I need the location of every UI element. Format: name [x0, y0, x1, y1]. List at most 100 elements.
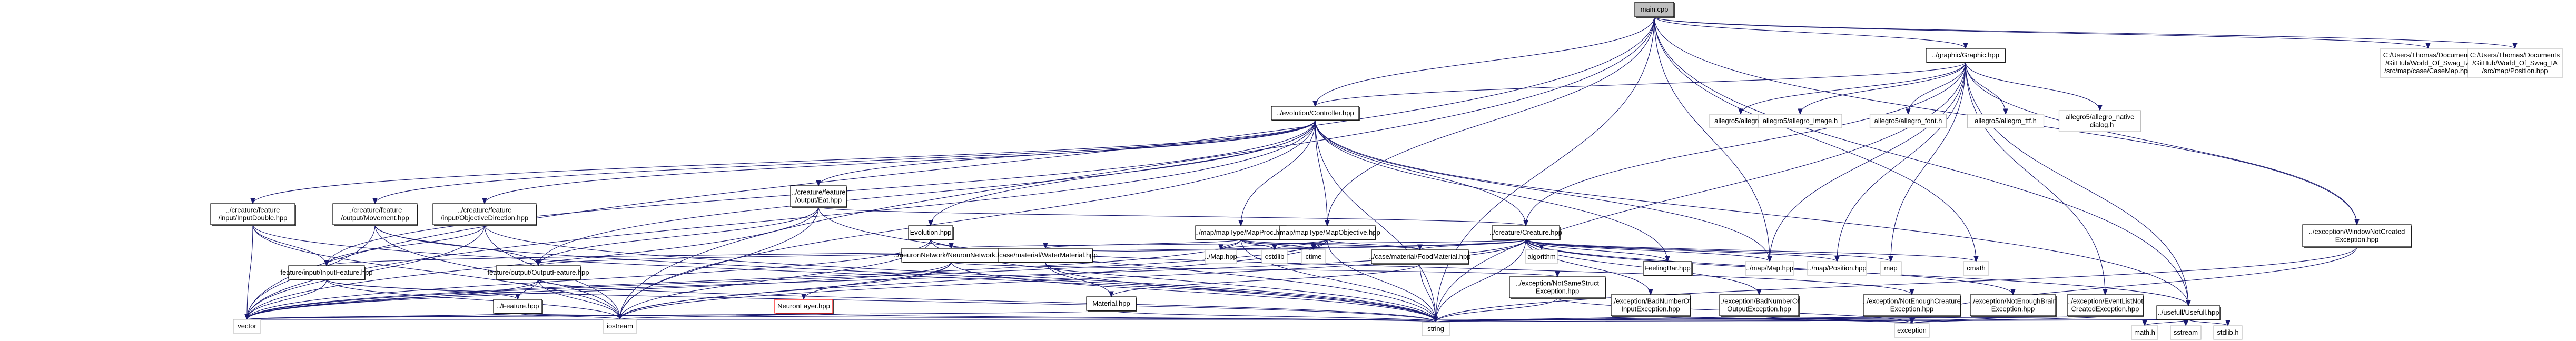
node-windownotcreated[interactable]: ../exception/WindowNotCreatedException.h…	[2302, 224, 2412, 248]
node-position_abs[interactable]: C:/Users/Thomas/Documents/GitHub/World_O…	[2467, 48, 2563, 78]
node-material[interactable]: Material.hpp	[1086, 296, 1137, 312]
edge-line	[246, 224, 485, 320]
edge-line	[1315, 119, 1526, 226]
node-badoutput[interactable]: ../exception/BadNumberOfOutputException.…	[1719, 294, 1800, 317]
edge-graphic-to-controller	[1312, 62, 1966, 107]
node-usefull[interactable]: ../usefull/Usefull.hpp	[2156, 305, 2221, 320]
node-map_rel[interactable]: ../Map.hpp	[1205, 249, 1237, 264]
edge-line	[1890, 62, 1966, 262]
node-map[interactable]: map	[1880, 261, 1902, 276]
node-creature[interactable]: ../creature/Creature.hpp	[1489, 225, 1562, 240]
edge-graphic-to-allegro_font	[1906, 62, 1966, 115]
node-label: allegro5/allegro_ttf.h	[1975, 117, 2037, 125]
node-graphic[interactable]: ../graphic/Graphic.hpp	[1926, 48, 2006, 63]
node-iostream[interactable]: iostream	[603, 319, 637, 334]
node-algorithm[interactable]: algorithm	[1525, 249, 1558, 264]
edge-line	[1965, 62, 2106, 295]
node-main[interactable]: main.cpp	[1634, 2, 1675, 18]
node-label: ../case/material/WaterMaterial.hpp	[993, 251, 1097, 259]
arrowhead-icon	[1665, 256, 1670, 263]
node-controller[interactable]: ../evolution/Controller.hpp	[1271, 106, 1360, 121]
edge-main-to-casemap	[1654, 16, 2431, 49]
edge-line	[1435, 319, 2189, 323]
edge-line	[1525, 239, 1760, 295]
node-neuronnetwork[interactable]: ../neuronNetwork/NeuronNetwork.hpp	[894, 248, 1009, 263]
node-feature[interactable]: ../Feature.hpp	[493, 299, 543, 314]
node-label: Exception.hpp	[2335, 236, 2378, 244]
node-allegro_ttf[interactable]: allegro5/allegro_ttf.h	[1967, 114, 2045, 128]
edge-main-to-position_abs	[1654, 16, 2518, 49]
edge-line	[1769, 62, 1966, 262]
node-inputdouble[interactable]: ../creature/feature/input/InputDouble.hp…	[210, 203, 296, 226]
node-cmath[interactable]: cmath	[1963, 261, 1989, 276]
node-cstdlib[interactable]: cstdlib	[1261, 249, 1288, 264]
node-label: /GitHub/World_Of_Swag_IA	[2472, 59, 2558, 67]
node-vector[interactable]: vector	[233, 319, 261, 334]
arrowhead-icon	[1272, 244, 1277, 251]
edge-line	[1525, 239, 1977, 262]
node-objdirection[interactable]: ../creature/feature/input/ObjectiveDirec…	[432, 203, 537, 226]
node-foodmaterial[interactable]: ../case/material/FoodMaterial.hpp	[1369, 249, 1471, 265]
edge-line	[246, 313, 518, 320]
edge-line	[1525, 239, 1891, 262]
node-label: exception	[1897, 326, 1927, 334]
node-label: ../Feature.hpp	[497, 302, 539, 310]
arrowhead-icon	[2512, 43, 2518, 49]
arrowhead-icon	[2097, 105, 2103, 112]
node-label: /input/InputDouble.hpp	[219, 214, 288, 222]
node-label: ../map/mapType/MapObjective.hpp	[1274, 228, 1380, 236]
node-allegro_font[interactable]: allegro5/allegro_font.h	[1869, 114, 1947, 128]
node-sstream[interactable]: sstream	[2170, 325, 2202, 340]
node-evolution[interactable]: Evolution.hpp	[908, 225, 954, 240]
node-label: Exception.hpp	[1890, 305, 1933, 313]
node-label: algorithm	[1527, 253, 1555, 260]
arrowhead-icon	[2186, 300, 2191, 307]
node-badinput[interactable]: ../exception/BadNumberOfInputException.h…	[1610, 294, 1691, 317]
edge-line	[1435, 315, 2106, 323]
node-movement[interactable]: ../creature/feature/output/Movement.hpp	[332, 203, 418, 226]
node-exception[interactable]: exception	[1894, 323, 1930, 338]
node-box	[1371, 249, 1469, 264]
edge-graphic-to-allegro_ttf	[1965, 62, 2008, 115]
node-ctime[interactable]: ctime	[1301, 249, 1326, 264]
edge-line	[246, 279, 539, 320]
node-stdlib_h[interactable]: stdlib.h	[2213, 325, 2243, 340]
node-inputfeature[interactable]: feature/input/InputFeature.hpp	[281, 265, 373, 280]
node-box	[2067, 294, 2144, 316]
node-box	[774, 299, 833, 314]
node-map_map[interactable]: ../map/Map.hpp	[1745, 261, 1794, 276]
node-box	[1279, 225, 1376, 240]
node-math_h[interactable]: math.h	[2131, 325, 2158, 340]
edge-graphic-to-eventlist	[1965, 62, 2108, 296]
node-map_position[interactable]: ../map/Position.hpp	[1807, 261, 1867, 276]
edge-graphic-to-map_map	[1767, 62, 1966, 263]
node-allegro_native[interactable]: allegro5/allegro_native_dialog.h	[2058, 110, 2141, 132]
edge-line	[1315, 119, 1328, 226]
edge-controller-to-movement	[372, 119, 1316, 205]
node-string[interactable]: string	[1422, 322, 1450, 336]
node-outputfeature[interactable]: feature/output/OutputFeature.hpp	[488, 265, 589, 280]
node-box	[603, 319, 637, 334]
node-feelingbar[interactable]: FeelingBar.hpp	[1643, 261, 1693, 276]
edge-line	[1800, 62, 1966, 115]
node-mapobjective[interactable]: ../map/mapType/MapObjective.hpp	[1274, 225, 1380, 240]
node-mapproc[interactable]: ../map/mapType/MapProc.hpp	[1195, 225, 1287, 240]
edge-foodmaterial-to-material	[1109, 263, 1420, 298]
edge-line	[1654, 16, 1770, 262]
edge-line	[252, 224, 327, 266]
edge-creature-to-badoutput	[1525, 239, 1762, 296]
node-box	[1926, 48, 2006, 63]
node-casemap[interactable]: C:/Users/Thomas/Documents/GitHub/World_O…	[2380, 48, 2476, 78]
node-eventlist[interactable]: ../exception/EventListNotCreatedExceptio…	[2067, 294, 2144, 317]
edge-graphic-to-allegro_image	[1798, 62, 1966, 115]
edge-line	[1654, 16, 1966, 49]
node-allegro_image[interactable]: allegro5/allegro_image.h	[1758, 114, 1842, 128]
node-neuronlayer[interactable]: NeuronLayer.hpp	[774, 299, 834, 314]
node-notenoughcreature[interactable]: ../exception/NotEnoughCreatureException.…	[1863, 294, 1961, 317]
edge-line	[1240, 239, 1436, 323]
node-watermaterial[interactable]: ../case/material/WaterMaterial.hpp	[993, 248, 1098, 263]
node-eat[interactable]: ../creature/feature/output/Eat.hpp	[790, 185, 847, 208]
